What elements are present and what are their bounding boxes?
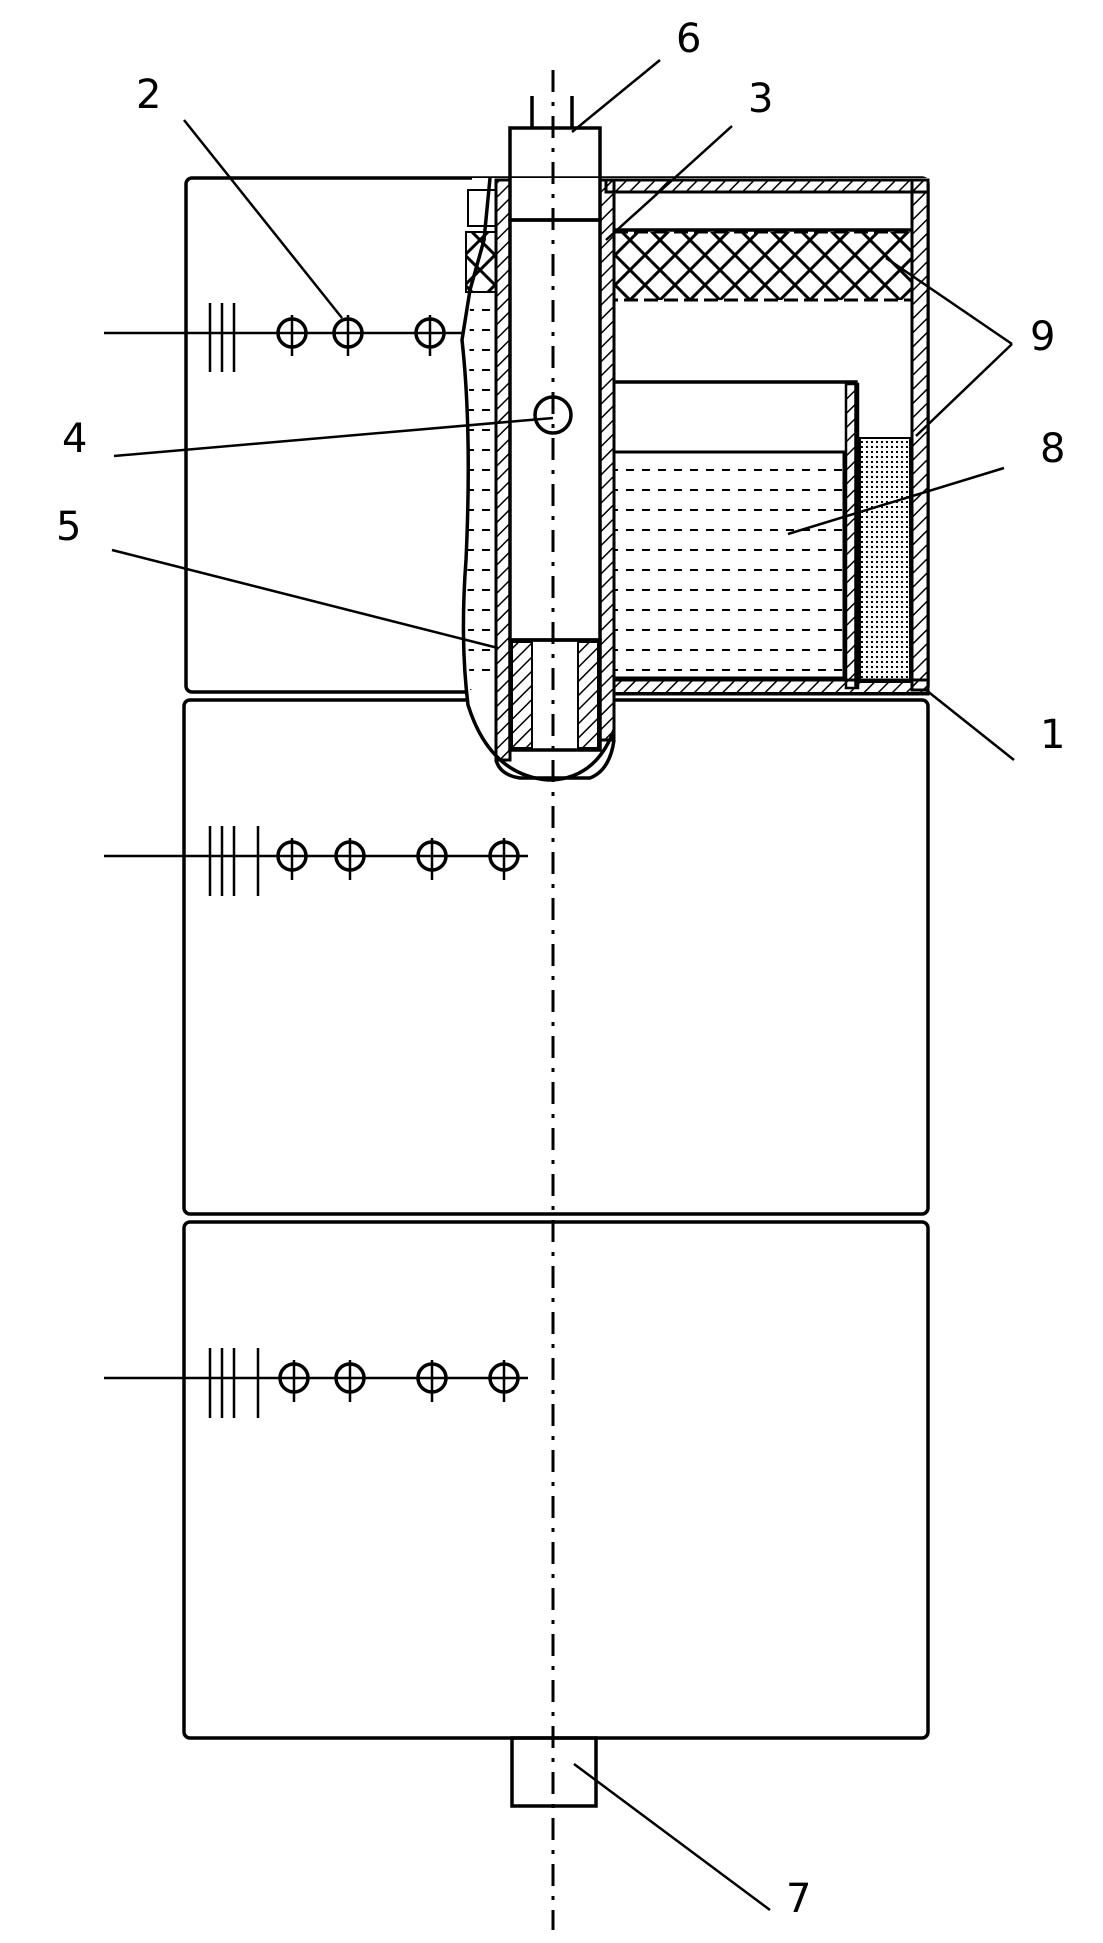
label-7: 7	[786, 1876, 811, 1922]
housing-block-lower	[184, 1222, 928, 1738]
label-6: 6	[676, 16, 701, 62]
filling-material	[614, 452, 844, 678]
leader-2	[184, 120, 342, 318]
label-9: 9	[1030, 314, 1055, 360]
leader-5	[112, 550, 498, 648]
fine-fill-column	[860, 438, 910, 682]
tube-wall-right	[600, 180, 614, 740]
leader-1	[926, 690, 1014, 760]
terminal-row-1	[104, 303, 462, 372]
leader-7	[574, 1764, 770, 1910]
outer-shell-right-wall	[912, 180, 928, 690]
label-5: 5	[56, 504, 81, 550]
leader-6	[572, 60, 660, 132]
label-4: 4	[62, 416, 87, 462]
inner-vessel-wall	[846, 384, 858, 688]
label-1: 1	[1040, 712, 1065, 758]
left-cut-fill	[467, 300, 495, 690]
terminal-row-3	[104, 1348, 528, 1418]
top-wall	[606, 180, 928, 192]
leader-9b	[916, 344, 1012, 436]
label-3: 3	[748, 76, 773, 122]
terminal-row-2	[104, 826, 528, 896]
label-2: 2	[136, 72, 161, 118]
insulation-layer	[614, 232, 912, 300]
tube-wall-left	[496, 180, 510, 760]
label-8: 8	[1040, 426, 1065, 472]
